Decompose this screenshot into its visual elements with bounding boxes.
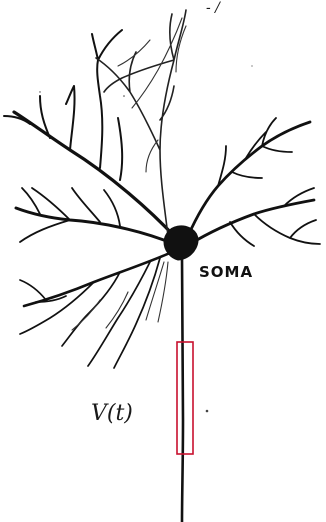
upper-left-branch bbox=[4, 30, 122, 180]
voltage-label: V(t) bbox=[91, 401, 133, 426]
speckles bbox=[39, 65, 252, 412]
soma-body bbox=[164, 226, 198, 260]
right-upper-dendrite bbox=[188, 122, 310, 236]
right-lower-dendrite bbox=[190, 200, 314, 244]
dendrites bbox=[4, 10, 320, 368]
lower-left-dendrite bbox=[24, 252, 172, 306]
top-partial-text: - / bbox=[206, 0, 221, 16]
upper-frond-secondary bbox=[118, 18, 186, 172]
soma-label: SOMA bbox=[199, 263, 253, 281]
axon-highlight-box bbox=[177, 342, 193, 454]
axon bbox=[182, 258, 183, 522]
